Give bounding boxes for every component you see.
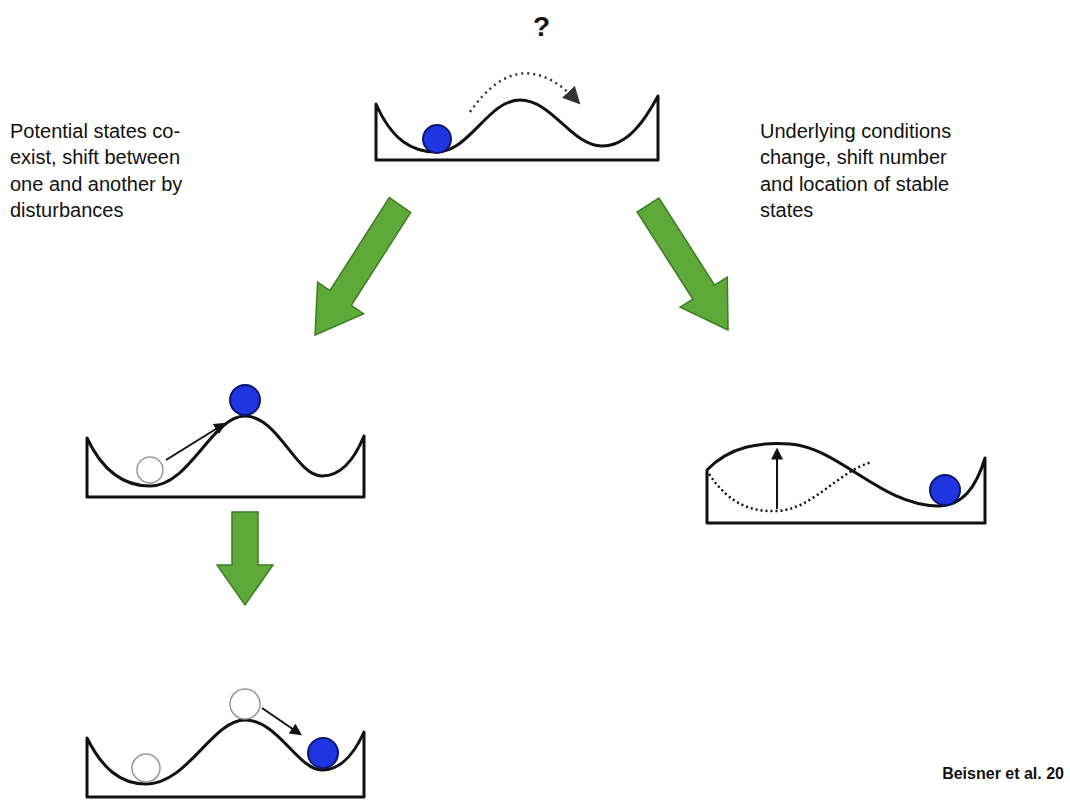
ball	[308, 738, 338, 768]
ball	[230, 385, 260, 415]
motion-arrow	[262, 708, 300, 734]
transition-arrow	[637, 198, 728, 330]
annotation-text: Potential states co-exist, shift between…	[10, 118, 188, 224]
shift-arrow	[776, 450, 778, 509]
citation: Beisner et al. 20	[942, 764, 1064, 783]
former-landscape-dotted	[709, 462, 872, 511]
question-mark: ?	[533, 12, 550, 43]
motion-arrow	[166, 424, 224, 460]
landscape-cup	[707, 444, 985, 523]
ball	[423, 125, 451, 153]
dotted-arrow	[470, 73, 578, 112]
previous-ball-position	[137, 457, 163, 483]
transition-arrow	[217, 512, 273, 605]
previous-ball-position	[132, 754, 160, 782]
landscape-cup	[87, 416, 364, 497]
annotation-text: Underlying conditions change, shift numb…	[760, 118, 985, 224]
landscape-cup	[376, 96, 658, 160]
transition-arrow	[315, 198, 411, 335]
landscape-cup	[87, 720, 364, 797]
ball	[930, 475, 960, 505]
previous-ball-position	[230, 689, 260, 719]
